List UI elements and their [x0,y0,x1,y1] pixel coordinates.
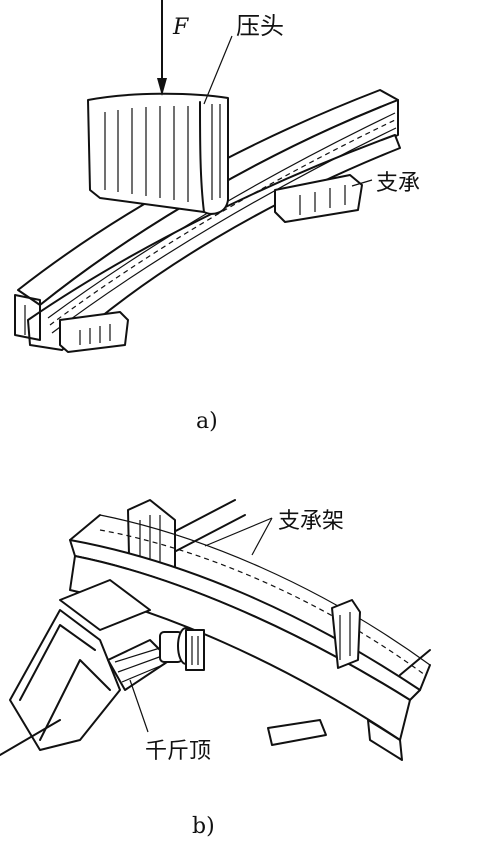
jack-label: 千斤顶 [145,739,211,764]
jack-leader [129,679,149,733]
support-block-left [59,311,129,353]
jack [107,627,205,691]
base-plate [267,719,327,746]
curved-i-beam-b [69,514,431,761]
support-frame-leader [204,517,273,556]
figure-b: 支承架 千斤顶 b) [0,499,431,839]
force-label: F [172,15,189,40]
support-label: 支承 [376,171,420,196]
press-head-label: 压头 [236,12,284,40]
support-block-right [274,174,363,223]
caption-b: b) [192,814,215,839]
force-arrow [157,0,167,96]
figure-a: F 压头 支承 a) [14,0,420,434]
support-leader [351,179,373,187]
caption-a: a) [196,409,218,434]
press-head-leader [203,35,233,105]
support-frame-right [331,599,431,676]
support-frame-label: 支承架 [278,509,344,534]
support-frame-left [0,579,151,756]
press-head [87,92,229,215]
